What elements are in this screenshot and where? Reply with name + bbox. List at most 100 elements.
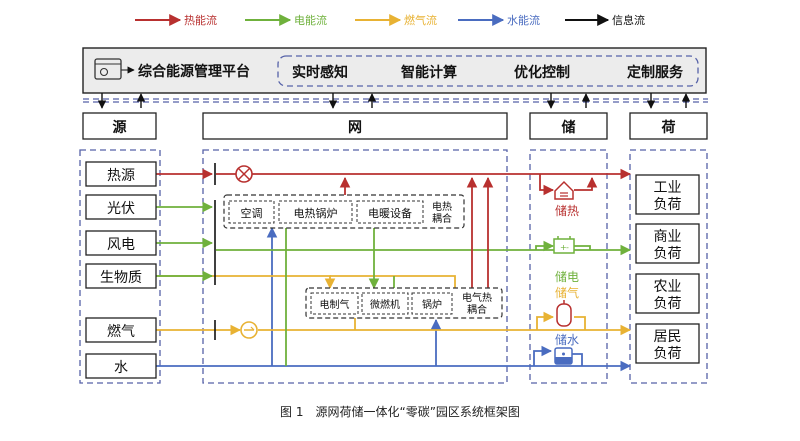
monitor-icon	[94, 58, 135, 80]
load-boxes: 工业 负荷 商业 负荷 农业 负荷 居民 负荷	[635, 174, 700, 364]
source-heat-box	[85, 161, 157, 187]
gas-tank-icon	[556, 300, 572, 327]
platform-function-service: 定制服务	[627, 64, 684, 81]
source-wind-label: 风电	[107, 237, 135, 253]
device-boiler	[411, 292, 453, 315]
load-commercial-box	[635, 223, 700, 264]
source-pv-label: 光伏	[107, 201, 135, 217]
water-to-storage	[533, 345, 553, 366]
heat-storage-out	[574, 176, 598, 191]
source-region	[79, 149, 161, 384]
heat-storage-icon	[554, 180, 574, 200]
gas-storage-out	[574, 316, 586, 330]
legend-water-label: 水能流	[507, 13, 540, 27]
source-gas-label: 燃气	[107, 323, 135, 340]
section-headers: 源 网 储 荷	[82, 112, 708, 140]
section-regions	[79, 149, 708, 384]
biomass-gas-branch	[330, 275, 456, 288]
heat-flows	[156, 168, 632, 288]
power-battery-out	[574, 245, 591, 250]
load-agricultural-box	[635, 273, 700, 314]
power-to-battery	[535, 240, 555, 252]
section-grid-label: 网	[348, 120, 362, 136]
load-residential-line2: 负荷	[654, 346, 682, 362]
legend: 热能流 电能流 燃气流 水能流 信息流	[135, 13, 645, 27]
figure-caption: 图 1 源网荷储一体化“零碳”园区系统框架图	[280, 404, 520, 419]
load-residential-line1: 居民	[654, 329, 682, 345]
legend-info-label: 信息流	[612, 13, 645, 27]
grid-region	[202, 149, 508, 384]
gas-flows	[156, 275, 632, 336]
legend-power-label: 电能流	[294, 13, 327, 27]
section-source-label: 源	[113, 119, 127, 136]
water-storage-label: 储水	[555, 332, 579, 347]
svg-text:-: -	[566, 243, 569, 252]
load-agricultural-line1: 农业	[654, 279, 682, 295]
heat-storage-label: 储热	[555, 203, 579, 218]
device-power-to-gas-label: 电制气	[320, 298, 350, 311]
svg-text:+: +	[560, 243, 567, 252]
water-flows	[156, 226, 632, 372]
device-air-conditioner-label: 空调	[241, 206, 263, 220]
load-region	[629, 149, 708, 384]
electric-gas-heat-coupling-group: 电制气 微燃机 锅炉 电气热 耦合	[305, 287, 503, 319]
section-grid-box	[202, 112, 508, 140]
legend-heat-label: 热能流	[184, 13, 217, 27]
power-storage-label: 储电	[555, 269, 579, 284]
platform-function-computing: 智能计算	[400, 64, 457, 81]
heat-valve-icon	[235, 165, 253, 183]
battery-icon: + -	[553, 236, 575, 254]
source-gas-box	[85, 317, 157, 343]
source-pv-box	[85, 194, 157, 220]
platform-bar: 综合能源管理平台 实时感知 智能计算 优化控制 定制服务	[82, 47, 707, 94]
section-source-box	[82, 112, 157, 140]
group1-coupling-line1: 电热	[432, 200, 452, 213]
section-load-label: 荷	[661, 119, 676, 136]
platform-function-perception: 实时感知	[292, 64, 348, 81]
load-residential-box	[635, 323, 700, 364]
source-biomass-box	[85, 263, 157, 289]
device-air-conditioner	[228, 200, 275, 224]
info-arrows	[97, 93, 691, 109]
heat-to-storage	[539, 174, 555, 196]
device-electric-heater	[356, 200, 424, 224]
group1-coupling-line2: 耦合	[432, 212, 452, 225]
storage-items: 储热 + - 储电 储气 储水	[553, 180, 579, 365]
storage-region	[529, 149, 608, 384]
legend-heat: 热能流	[135, 13, 217, 27]
device-electric-boiler	[278, 200, 353, 224]
source-heat-label: 热源	[107, 168, 135, 184]
source-wind-box	[85, 230, 157, 256]
device-micro-turbine-label: 微燃机	[370, 298, 400, 311]
source-boxes: 热源 光伏 风电 生物质 燃气 水	[85, 161, 157, 379]
load-agricultural-line2: 负荷	[654, 296, 682, 312]
gas-valve-icon	[240, 321, 258, 339]
section-load-box	[629, 112, 708, 140]
legend-gas: 燃气流	[355, 13, 437, 27]
source-water-box	[85, 353, 157, 379]
section-storage-label: 储	[561, 119, 576, 136]
water-tank-icon	[554, 347, 573, 365]
device-electric-heater-label: 电暖设备	[368, 206, 412, 220]
legend-water: 水能流	[458, 13, 540, 27]
group2-coupling-line1: 电气热	[462, 291, 492, 304]
legend-power: 电能流	[245, 13, 327, 27]
legend-info: 信息流	[565, 13, 645, 27]
platform-functions-box	[277, 55, 699, 87]
source-water-label: 水	[114, 360, 128, 376]
group2-coupling-line2: 耦合	[467, 303, 487, 316]
device-micro-turbine	[361, 292, 409, 315]
gas-storage-label: 储气	[555, 285, 579, 300]
device-power-to-gas	[310, 292, 359, 315]
platform-function-control: 优化控制	[514, 64, 570, 81]
device-boiler-label: 锅炉	[422, 299, 442, 311]
gas-to-storage	[536, 311, 555, 330]
load-industrial-line1: 工业	[654, 180, 682, 196]
load-industrial-line2: 负荷	[654, 197, 682, 213]
device-electric-boiler-label: 电热锅炉	[294, 207, 338, 220]
electric-heat-coupling-group: 空调 电热锅炉 电暖设备 电热 耦合	[223, 194, 465, 229]
source-biomass-label: 生物质	[100, 270, 142, 286]
section-storage-box	[529, 112, 608, 140]
load-commercial-line2: 负荷	[654, 246, 682, 262]
